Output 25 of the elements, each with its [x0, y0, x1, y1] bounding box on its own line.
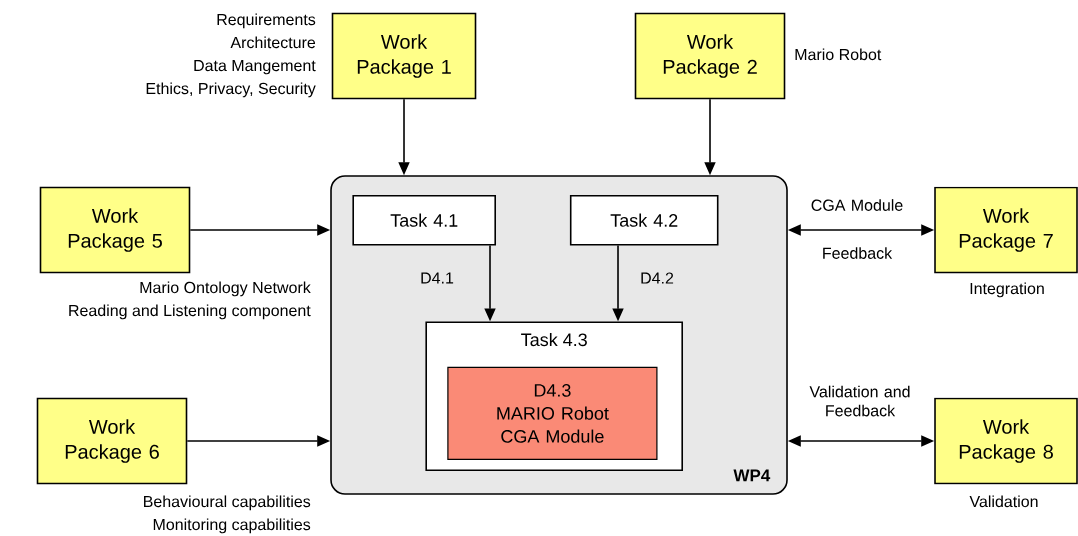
beside-text: Monitoring capabilities: [153, 518, 311, 534]
beside-text: Mario Ontology Network: [140, 281, 311, 297]
work-package-box: Work Package 1: [331, 12, 477, 100]
beside-text: Ethics, Privacy, Security: [146, 82, 316, 98]
edge-label: Validation and Feedback: [809, 385, 910, 417]
work-package-box: Work Package 2: [634, 12, 786, 100]
annotation-text: Feedback: [823, 247, 893, 259]
beside-text: Integration: [970, 282, 1044, 298]
work-package-box: Work Package 5: [39, 186, 191, 274]
work-package-box: Work Package 7: [934, 186, 1078, 274]
beside-text: Behavioural capabilities: [144, 495, 311, 511]
task-box: Task 4.2: [569, 194, 719, 246]
beside-text: Mario Robot: [795, 48, 882, 61]
work-package-box: Work Package 8: [934, 397, 1078, 485]
edge-label: D4.2: [641, 272, 674, 284]
beside-text: Requirements: [217, 13, 316, 29]
beside-text: Architecture: [230, 36, 316, 49]
work-package-box: Work Package 6: [36, 397, 188, 485]
task-box: Task 4.1: [352, 194, 496, 246]
deliverable-box: D4.3 MARIO Robot CGA Module: [447, 366, 658, 460]
edge-label: D4.1: [421, 272, 454, 284]
beside-text: Reading and Listening component: [69, 304, 311, 320]
beside-text: Validation: [969, 495, 1038, 508]
edge-label: CGA Module: [811, 199, 903, 211]
beside-text: Data Mangement: [194, 60, 316, 75]
